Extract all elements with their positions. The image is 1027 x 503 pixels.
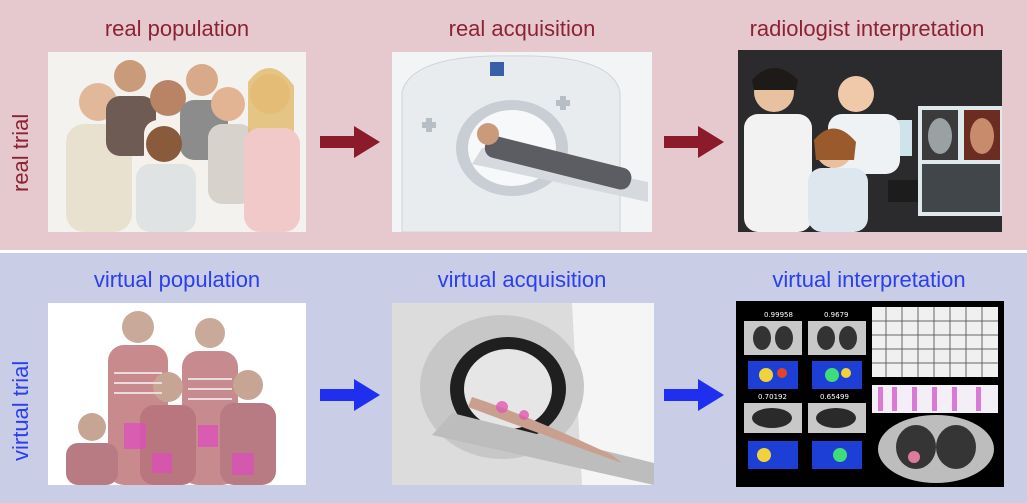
similarity-value-4: 0.65499 [820,393,849,401]
radiologist-interpretation-image [738,50,1002,232]
virtual-interpretation-image: 0.99958 0.9679 0.70192 0.65499 [736,301,1004,487]
real-acquisition-title: real acquisition [448,16,596,41]
virtual-trial-panel: virtual trial virtual population virtual… [0,253,1027,503]
virtual-population-title: virtual population [93,267,261,292]
real-population-title: real population [104,16,250,41]
real-arrow-1 [320,126,380,158]
virtual-population-image [48,303,306,485]
virtual-arrow-2 [664,379,724,411]
real-trial-panel: real trial real population real acquisit… [0,0,1027,250]
virtual-acquisition-title: virtual acquisition [437,267,607,292]
real-trial-label: real trial [8,113,33,192]
virtual-acquisition-image [392,303,654,485]
real-acquisition-image [392,52,652,232]
virtual-arrow-1 [320,379,380,411]
person-figures [66,60,300,232]
similarity-value-1: 0.99958 [764,311,793,319]
real-population-image [48,52,306,232]
similarity-value-3: 0.70192 [758,393,787,401]
panel-divider [0,250,1027,253]
similarity-value-2: 0.9679 [824,311,849,319]
real-arrow-2 [664,126,724,158]
virtual-interpretation-title: virtual interpretation [772,267,966,292]
radiologist-interpretation-title: radiologist interpretation [749,16,985,41]
virtual-trial-label: virtual trial [8,360,33,461]
